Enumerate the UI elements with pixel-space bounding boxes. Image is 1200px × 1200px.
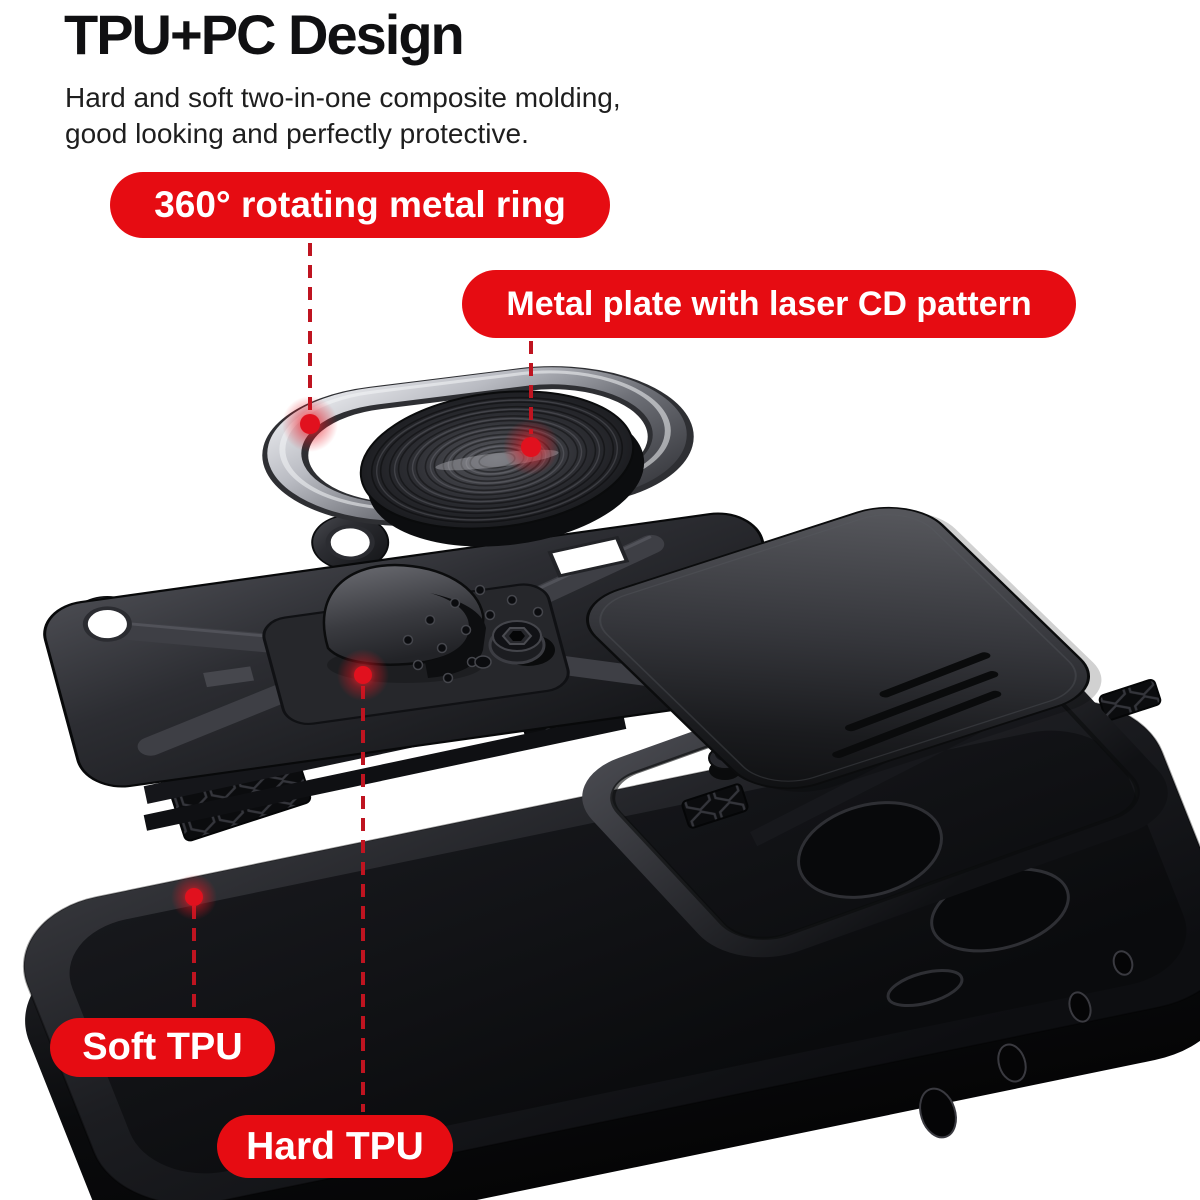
callout-connectors (171, 243, 559, 1112)
subtitle-line-1: Hard and soft two-in-one composite moldi… (65, 82, 621, 113)
armor-plate (43, 512, 797, 788)
callout-label-soft-tpu: Soft TPU (50, 1018, 275, 1077)
callout-label-hard-tpu: Hard TPU (217, 1115, 453, 1178)
hex-bolt (488, 620, 555, 666)
grip-lines (832, 652, 1002, 758)
callout-dot-hard (337, 649, 389, 701)
camera-slide-cover (585, 506, 1102, 792)
corner-hole (325, 524, 375, 561)
subtitle-line-2: good looking and perfectly protective. (65, 117, 529, 149)
tpu-camera-cutouts (797, 801, 1070, 1008)
cd-metal-plate (359, 390, 645, 547)
corner-hole (82, 606, 132, 642)
port-holes (919, 950, 1134, 1139)
callout-dot-plate (503, 419, 559, 475)
page-title: TPU+PC Design (64, 3, 465, 66)
cd-grooves (370, 396, 624, 524)
cutout-window (547, 535, 630, 578)
page-subtitle: Hard and soft two-in-one composite moldi… (65, 80, 621, 152)
callout-label-metal-plate: Metal plate with laser CD pattern (462, 270, 1076, 338)
callout-dot-soft (171, 874, 217, 920)
callout-label-rotating-ring: 360° rotating metal ring (110, 172, 610, 238)
callout-dot-ring (282, 396, 338, 452)
